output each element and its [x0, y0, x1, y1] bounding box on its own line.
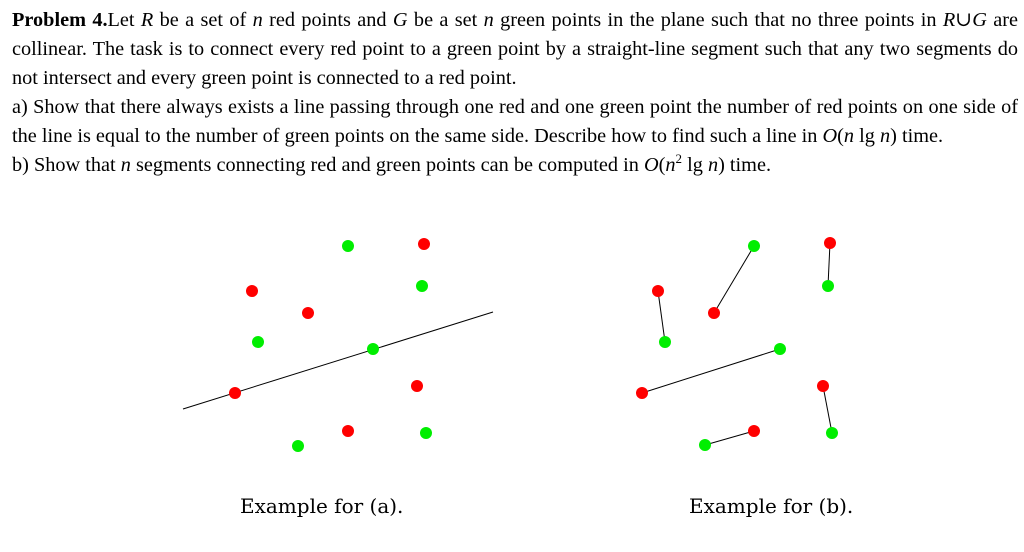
fig-a-green-point-4: [367, 343, 379, 355]
math-paren: ): [890, 125, 897, 147]
fig-a-red-point-1: [418, 238, 430, 250]
fig-a-green-point-5: [292, 440, 304, 452]
fig-b-green-point-2: [822, 280, 834, 292]
fig-a-red-point-5: [229, 387, 241, 399]
math-R: R: [942, 9, 956, 31]
part-b-text: b) Show that n segments connecting red a…: [12, 151, 1018, 180]
fig-a-red-point-2: [246, 285, 258, 297]
fig-a-red-point-4: [411, 380, 423, 392]
fig-b-segment-6: [704, 430, 755, 446]
fig-b-red-point-4: [817, 380, 829, 392]
fig-b-red-point-1: [824, 237, 836, 249]
fig-b-green-point-6: [826, 427, 838, 439]
fig-a-green-point-3: [252, 336, 264, 348]
text-run: be a set: [407, 9, 484, 31]
text-run: Let: [107, 9, 141, 31]
math-R: R: [140, 9, 154, 31]
figure-a: [182, 238, 494, 452]
fig-b-segment-5: [822, 385, 833, 434]
math-n: n: [879, 125, 891, 147]
caption-b: Example for (b).: [689, 494, 854, 518]
fig-b-green-point-3: [659, 336, 671, 348]
fig-b-segment-3: [657, 290, 666, 343]
fig-b-segment-2: [713, 245, 755, 314]
math-exponent: 2: [675, 151, 683, 166]
text-run: segments connecting red and green points…: [130, 154, 644, 176]
fig-a-red-point-3: [302, 307, 314, 319]
text-run: green points in the plane such that no t…: [493, 9, 943, 31]
math-lg: lg: [854, 125, 880, 147]
math-G: G: [392, 9, 408, 31]
math-union: ∪: [955, 9, 973, 31]
fig-b-green-point-4: [774, 343, 786, 355]
fig-b-segment-4: [641, 348, 781, 394]
fig-b-green-point-1: [748, 240, 760, 252]
fig-b-red-point-3: [708, 307, 720, 319]
math-n: n: [843, 125, 855, 147]
math-paren: (: [658, 154, 666, 176]
math-n: n: [252, 9, 263, 31]
math-n: n: [483, 9, 494, 31]
problem-statement: Problem 4.Let R be a set of n red points…: [12, 6, 1018, 93]
fig-a-red-point-6: [342, 425, 354, 437]
math-lg: lg: [682, 154, 708, 176]
math-paren: (: [837, 125, 844, 147]
math-n: n: [120, 154, 131, 176]
text-run: be a set of: [153, 9, 253, 31]
fig-a-green-point-1: [342, 240, 354, 252]
fig-b-red-point-2: [652, 285, 664, 297]
text-run: a) Show that there always exists a line …: [12, 96, 1018, 147]
text-run: time.: [896, 125, 944, 147]
fig-b-segment-1: [827, 242, 831, 287]
math-paren: ): [718, 154, 725, 176]
math-n: n: [665, 154, 676, 176]
part-a-text: a) Show that there always exists a line …: [12, 93, 1018, 151]
text-run: time.: [724, 154, 772, 176]
fig-a-green-point-6: [420, 427, 432, 439]
math-O: O: [643, 154, 659, 176]
text-run: are collinear. The task is to connect ev…: [12, 9, 1018, 89]
text-run: b) Show that: [12, 154, 121, 176]
figure-b: [636, 237, 838, 451]
fig-b-red-point-5: [636, 387, 648, 399]
fig-b-green-point-5: [699, 439, 711, 451]
fig-b-red-point-6: [748, 425, 760, 437]
caption-a: Example for (a).: [240, 494, 404, 518]
problem-label: Problem 4.: [12, 9, 108, 31]
math-O: O: [822, 125, 838, 147]
text-run: red points and: [262, 9, 393, 31]
problem-text: Problem 4.Let R be a set of n red points…: [12, 6, 1018, 180]
fig-a-green-point-2: [416, 280, 428, 292]
math-n: n: [707, 154, 719, 176]
math-G: G: [972, 9, 987, 31]
